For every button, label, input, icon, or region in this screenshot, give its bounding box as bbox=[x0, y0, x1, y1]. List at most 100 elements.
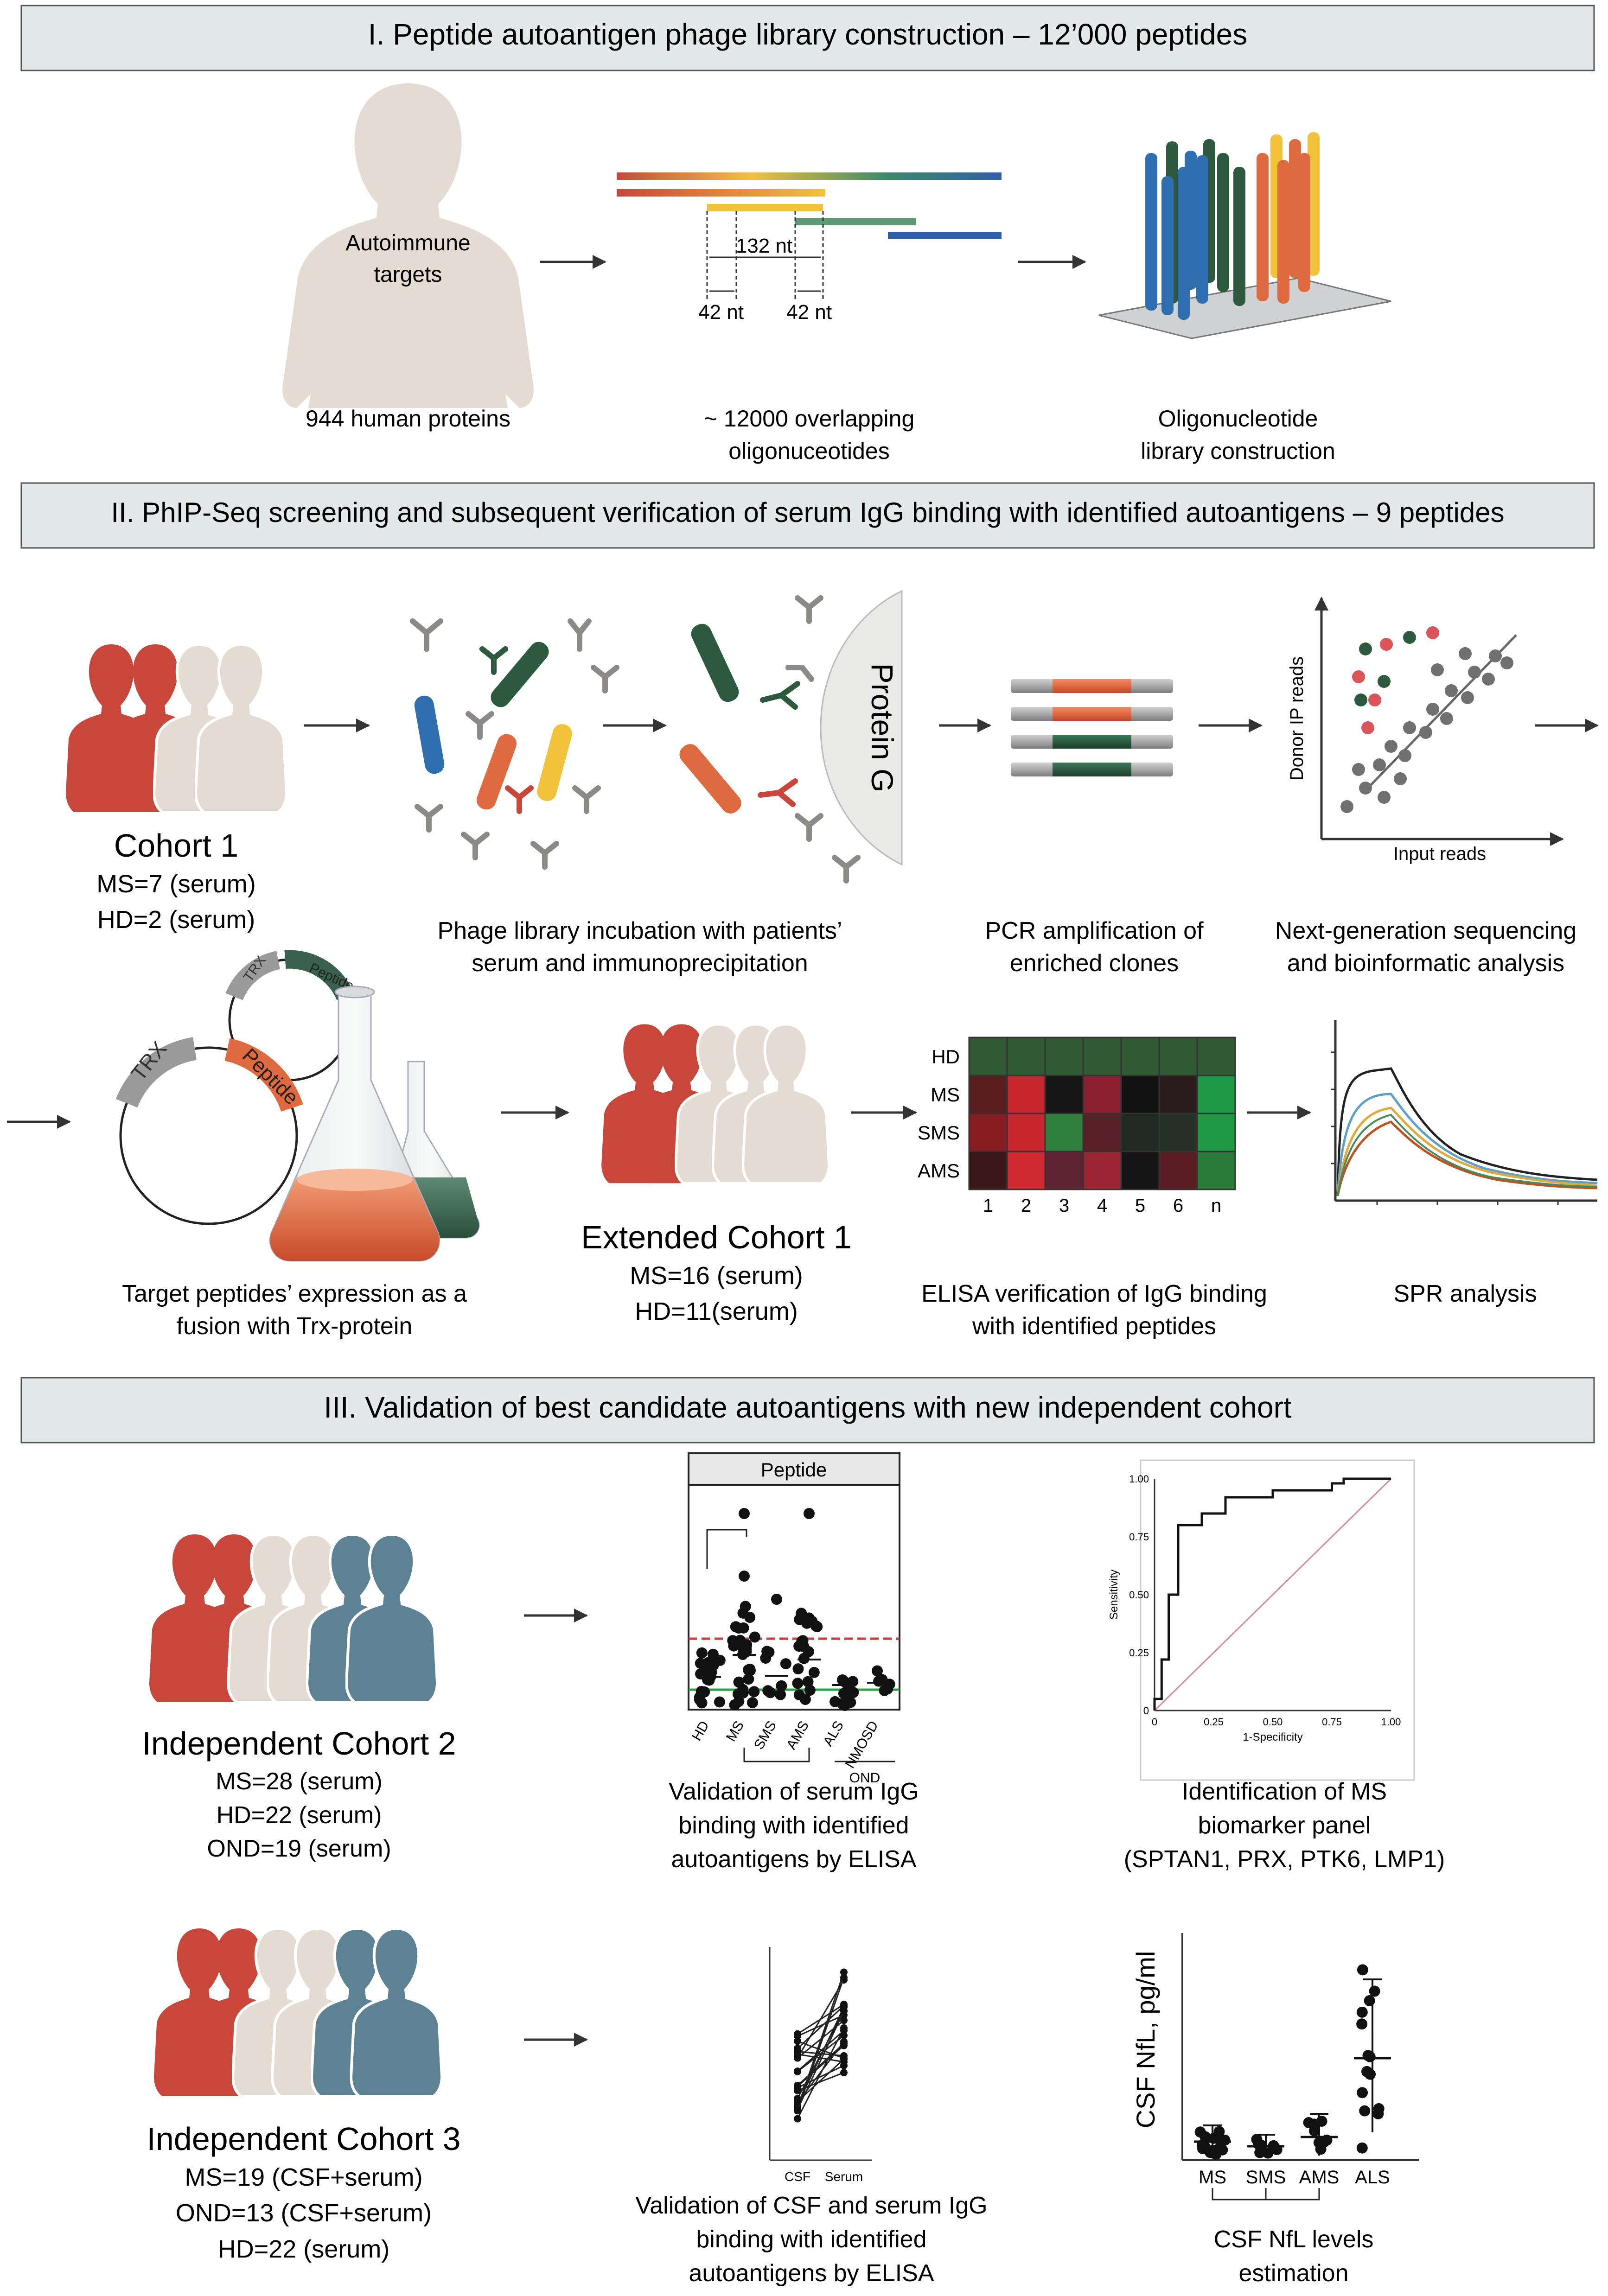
heatmap-cell bbox=[1082, 1075, 1122, 1114]
body-label-autoimmune: Autoimmune bbox=[345, 231, 470, 255]
paired-line bbox=[797, 2043, 845, 2086]
cohort-1-title: Cohort 1 bbox=[114, 827, 238, 864]
nfl-point bbox=[1214, 2134, 1225, 2146]
heatmap-row-label: SMS bbox=[918, 1122, 960, 1144]
dotplot-point bbox=[743, 1673, 754, 1685]
heatmap-col-label: 6 bbox=[1173, 1196, 1183, 1216]
dotplot-point bbox=[841, 1693, 853, 1705]
caption-human-proteins: 944 human proteins bbox=[306, 406, 510, 432]
dotplot-point bbox=[702, 1674, 713, 1685]
dotplot-point bbox=[872, 1665, 883, 1677]
paired-point bbox=[840, 1974, 848, 1982]
nfl-category-label: ALS bbox=[1355, 2167, 1390, 2188]
independent-cohort-3-people bbox=[154, 1928, 442, 2096]
dotplot-point bbox=[694, 1694, 705, 1705]
dotplot-point bbox=[740, 1601, 751, 1612]
roc-ytick: 0.75 bbox=[1129, 1531, 1149, 1543]
dotplot-category-label: ALS bbox=[820, 1718, 847, 1749]
nfl-point bbox=[1200, 2131, 1211, 2143]
heatmap-row-label: MS bbox=[931, 1084, 960, 1106]
roc-xtick: 0.75 bbox=[1322, 1716, 1342, 1728]
caption-ngs-line1: Next-generation sequencing bbox=[1275, 917, 1576, 944]
cohort-3-ond: OND=13 (CSF+serum) bbox=[176, 2199, 432, 2227]
dotplot-category-label: SMS bbox=[751, 1718, 779, 1752]
dotplot-point bbox=[739, 1508, 750, 1519]
nfl-point bbox=[1303, 2117, 1314, 2128]
section-1-header: I. Peptide autoantigen phage library con… bbox=[20, 5, 1595, 71]
heatmap-cell bbox=[1196, 1037, 1236, 1076]
heatmap-cell bbox=[1044, 1037, 1084, 1076]
paired-point bbox=[794, 2050, 801, 2058]
caption-nfl-line2: estimation bbox=[1239, 2260, 1349, 2287]
cohort-2-ond: OND=19 (serum) bbox=[207, 1835, 391, 1862]
roc-xtick: 1.00 bbox=[1381, 1716, 1401, 1728]
caption-validation-line3: autoantigens by ELISA bbox=[671, 1846, 916, 1873]
paired-point bbox=[794, 2067, 801, 2075]
protein-g-bead: Protein G bbox=[679, 590, 903, 884]
roc-ytick: 0.25 bbox=[1129, 1647, 1149, 1659]
heatmap-cell bbox=[1006, 1037, 1046, 1076]
scatter-ylabel: Donor IP reads bbox=[1287, 656, 1307, 781]
caption-pcr-line1: PCR amplification of bbox=[985, 917, 1204, 944]
dotplot-point bbox=[802, 1676, 814, 1687]
paired-line bbox=[797, 2003, 844, 2035]
cohort-3-hd: HD=22 (serum) bbox=[218, 2235, 390, 2263]
cohort-1-ms: MS=7 (serum) bbox=[96, 870, 256, 898]
human-body-illustration: Autoimmune targets bbox=[282, 83, 534, 408]
extended-cohort-hd: HD=11(serum) bbox=[635, 1297, 798, 1325]
extended-cohort-title: Extended Cohort 1 bbox=[581, 1219, 852, 1255]
caption-paired-line2: binding with identified bbox=[696, 2226, 926, 2253]
nfl-point bbox=[1373, 2103, 1385, 2114]
heatmap-row-label: AMS bbox=[918, 1160, 960, 1182]
heatmap-cell bbox=[1196, 1151, 1236, 1190]
extended-cohort-ms: MS=16 (serum) bbox=[630, 1262, 803, 1290]
dotplot-point bbox=[761, 1646, 773, 1657]
roc-ytick: 0.50 bbox=[1129, 1589, 1149, 1601]
heatmap-cell bbox=[1044, 1075, 1084, 1114]
heatmap-cell bbox=[1196, 1075, 1236, 1114]
heatmap-cell bbox=[968, 1075, 1008, 1114]
dotplot-point bbox=[739, 1571, 750, 1582]
paired-line bbox=[797, 2005, 845, 2049]
dotplot-point bbox=[749, 1631, 760, 1643]
heatmap-cell bbox=[1082, 1151, 1122, 1190]
cohort-1-hd: HD=2 (serum) bbox=[97, 906, 255, 934]
dotplot-point bbox=[744, 1663, 756, 1675]
dotplot-point bbox=[765, 1687, 776, 1698]
dotplot-point bbox=[808, 1666, 820, 1678]
heatmap-col-label: 4 bbox=[1097, 1196, 1107, 1216]
section-1-title: I. Peptide autoantigen phage library con… bbox=[368, 18, 1247, 51]
nfl-point bbox=[1254, 2147, 1266, 2158]
caption-phage-line2: serum and immunoprecipitation bbox=[472, 950, 808, 977]
nfl-ylabel: CSF NfL, pg/ml bbox=[1131, 1951, 1160, 2129]
paired-point bbox=[794, 2032, 801, 2040]
heatmap-col-label: 3 bbox=[1059, 1196, 1069, 1216]
heatmap-cell bbox=[968, 1151, 1008, 1190]
roc-xlabel: 1-Specificity bbox=[1243, 1731, 1302, 1743]
dotplot-point bbox=[727, 1635, 739, 1647]
dotplot-point bbox=[748, 1686, 760, 1698]
heatmap-cell bbox=[1006, 1113, 1046, 1152]
extended-cohort-1-people bbox=[601, 1024, 829, 1183]
ngs-scatter-plot: Donor IP reads Input reads bbox=[1287, 597, 1564, 864]
cohort-3-title: Independent Cohort 3 bbox=[147, 2121, 460, 2157]
caption-spr: SPR analysis bbox=[1393, 1280, 1537, 1307]
roc-xtick: 0.50 bbox=[1263, 1716, 1283, 1728]
heatmap-cell bbox=[1044, 1151, 1084, 1190]
caption-roc-line3: (SPTAN1, PRX, PTK6, LMP1) bbox=[1124, 1846, 1445, 1873]
heatmap-cell bbox=[1158, 1037, 1198, 1076]
dotplot-point bbox=[804, 1685, 816, 1696]
dotplot-point bbox=[882, 1683, 893, 1695]
dotplot-point bbox=[714, 1696, 725, 1708]
heatmap-cell bbox=[1006, 1151, 1046, 1190]
paired-xlabel: CSF bbox=[785, 2169, 810, 2184]
nfl-point bbox=[1356, 2006, 1368, 2018]
dotplot-category-label: AMS bbox=[784, 1718, 812, 1752]
paired-point bbox=[794, 2098, 801, 2105]
section-2-title: II. PhIP-Seq screening and subsequent ve… bbox=[111, 497, 1504, 528]
heatmap-cell bbox=[1120, 1037, 1160, 1076]
dotplot-point bbox=[744, 1612, 756, 1623]
